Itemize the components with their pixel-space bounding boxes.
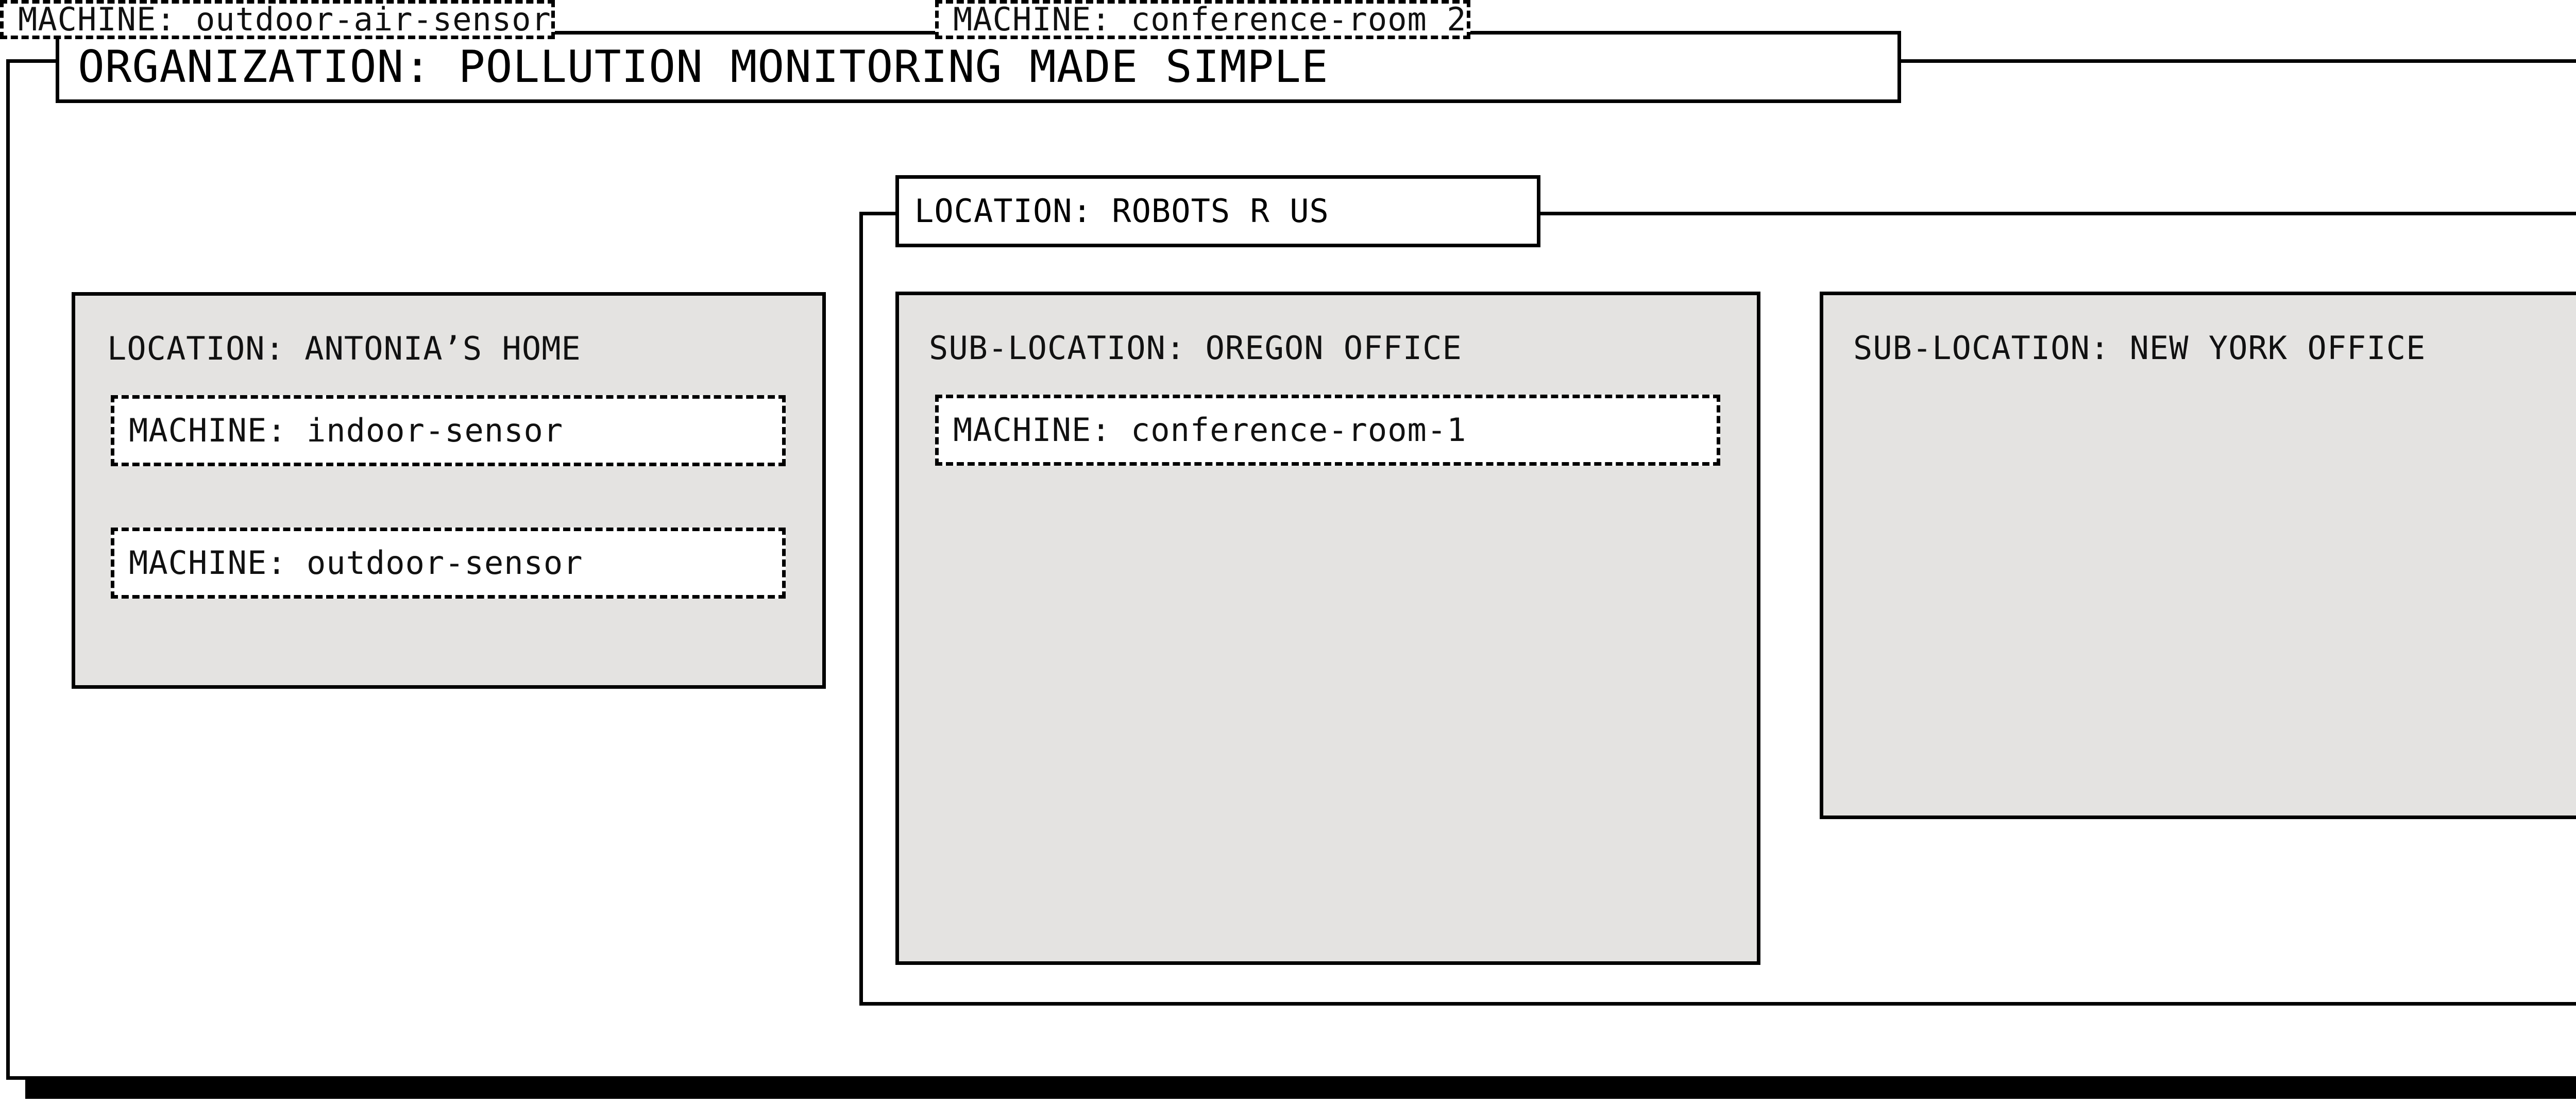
machine-label-conference-room-1: MACHINE: conference-room-1: [953, 411, 1467, 449]
organization-title-text: ORGANIZATION: POLLUTION MONITORING MADE …: [78, 41, 1329, 93]
machine-label-conference-room-2: MACHINE: conference-room 2: [953, 1, 1467, 38]
machine-label-indoor-sensor: MACHINE: indoor-sensor: [129, 412, 564, 449]
location-panel-antonias-home: LOCATION: ANTONIA’S HOME: [72, 292, 826, 689]
machine-label-outdoor-sensor: MACHINE: outdoor-sensor: [129, 544, 583, 582]
location-title-text-robots-r-us: LOCATION: ROBOTS R US: [914, 192, 1329, 230]
sublocation-panel-oregon-office: SUB-LOCATION: OREGON OFFICE: [895, 292, 1760, 965]
machine-box-outdoor-sensor[interactable]: MACHINE: outdoor-sensor: [111, 528, 786, 599]
machine-box-outdoor-air-sensor[interactable]: MACHINE: outdoor-air-sensor: [0, 0, 555, 39]
sublocation-heading-oregon-office: SUB-LOCATION: OREGON OFFICE: [929, 329, 1462, 367]
machine-box-conference-room-2[interactable]: MACHINE: conference-room 2: [935, 0, 1470, 39]
location-title-box-robots-r-us: LOCATION: ROBOTS R US: [895, 175, 1540, 247]
sublocation-heading-new-york-office: SUB-LOCATION: NEW YORK OFFICE: [1853, 329, 2426, 367]
machine-label-outdoor-air-sensor: MACHINE: outdoor-air-sensor: [18, 1, 551, 38]
machine-box-indoor-sensor[interactable]: MACHINE: indoor-sensor: [111, 395, 786, 466]
location-heading-antonias-home: LOCATION: ANTONIA’S HOME: [107, 330, 581, 367]
organization-title-box: ORGANIZATION: POLLUTION MONITORING MADE …: [56, 31, 1901, 103]
machine-box-conference-room-1[interactable]: MACHINE: conference-room-1: [935, 395, 1720, 466]
sublocation-panel-new-york-office: SUB-LOCATION: NEW YORK OFFICE: [1820, 292, 2576, 819]
